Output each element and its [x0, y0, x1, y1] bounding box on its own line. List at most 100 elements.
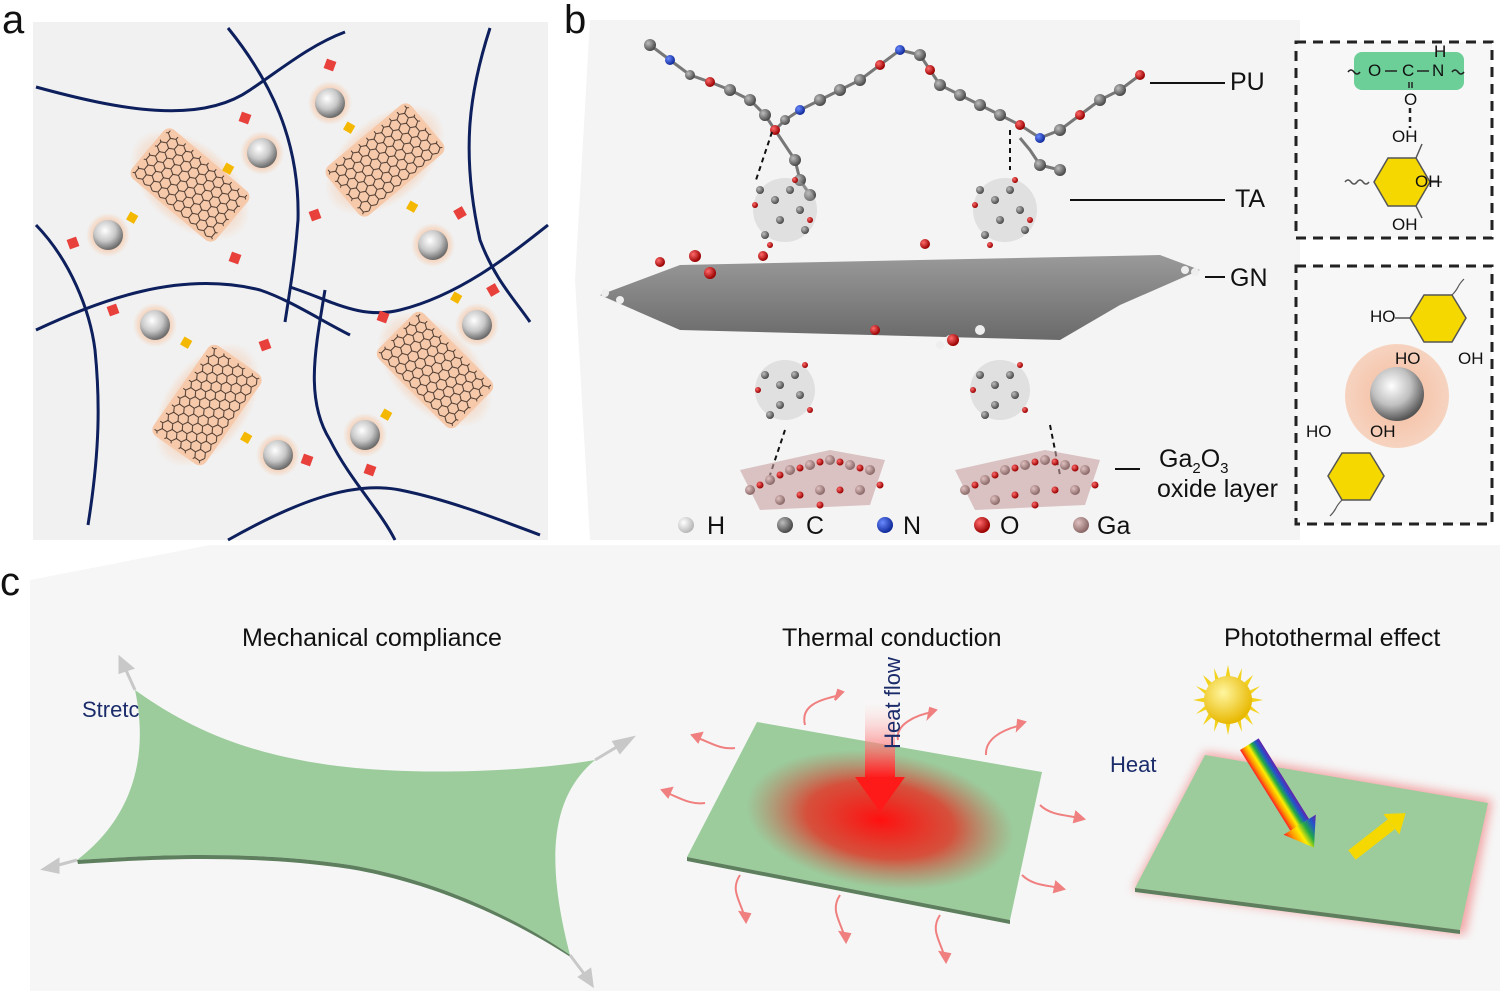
oxide-block-right	[955, 450, 1100, 510]
ga-text: Ga	[1159, 445, 1193, 473]
panel-a-network-diagram	[33, 22, 549, 542]
lm-sphere	[343, 413, 387, 457]
label-gn: GN	[1230, 264, 1268, 292]
graphene-flake	[139, 330, 275, 480]
oxide-block-left	[740, 450, 885, 510]
legend-h-label: H	[707, 512, 726, 540]
inset-top-oh3: OH	[1392, 215, 1418, 234]
lm-sphere	[455, 303, 499, 347]
photothermal-diagram	[1133, 665, 1492, 935]
inset-top-oh1: OH	[1392, 127, 1418, 146]
panel-b-letter: b	[564, 0, 587, 42]
ga-subscript: 2	[1192, 460, 1201, 477]
legend-n-label: N	[903, 512, 922, 540]
benzene-ring-bottom	[1327, 452, 1385, 501]
dissipation-arrow	[803, 688, 845, 726]
ta-cluster-lower-left	[755, 360, 815, 420]
panel-c-letter: c	[0, 560, 20, 604]
graphene-sheet	[600, 239, 1200, 349]
label-leaders	[1070, 82, 1225, 470]
inset-bottom-ho3: HO	[1306, 422, 1332, 441]
polymer-chain	[35, 282, 351, 337]
heat-dissipation-arrows	[660, 688, 1087, 965]
label-ta: TA	[1235, 185, 1266, 213]
legend-o-marker	[974, 517, 990, 533]
graphene-flake	[363, 298, 507, 442]
polymer-chain	[227, 486, 541, 542]
stretch-arrow-top-left	[118, 654, 137, 691]
lm-sphere	[411, 223, 455, 267]
polymer-chain	[467, 27, 532, 323]
polymer-chain	[312, 289, 397, 541]
panel-a-letter: a	[2, 0, 25, 42]
crosslinkers	[66, 58, 500, 477]
inset-bottom-oh1: OH	[1458, 349, 1484, 368]
lm-sphere	[308, 81, 352, 125]
stretch-arrow-left	[40, 857, 78, 874]
pu-atoms	[644, 39, 1145, 201]
ta-clusters	[752, 177, 1037, 420]
dissipation-arrow	[734, 874, 752, 925]
heat-flow-arrow	[855, 700, 905, 812]
thermal-conduction-title: Thermal conduction	[782, 624, 1002, 652]
graphene-flake	[311, 89, 459, 231]
inset-bottom-ho1: HO	[1370, 307, 1396, 326]
label-oxide-layer: oxide layer	[1157, 475, 1278, 503]
inset-top-oh2: OH	[1415, 172, 1441, 191]
photothermal-effect-title: Photothermal effect	[1224, 624, 1441, 652]
urethane-highlight	[1354, 52, 1464, 90]
stretch-arrow-bottom	[568, 954, 594, 989]
legend-n-marker	[877, 517, 893, 533]
dissipation-arrow	[660, 786, 706, 805]
panel-b-molecular-model	[575, 20, 1300, 540]
inset-top-c: C	[1402, 61, 1415, 80]
mechanical-compliance-title: Mechanical compliance	[242, 624, 502, 652]
polymer-chain	[34, 223, 100, 526]
lm-sphere	[256, 433, 300, 477]
label-pu: PU	[1230, 68, 1265, 96]
lm-sphere	[86, 213, 130, 257]
legend-ga-marker	[1073, 517, 1089, 533]
lm-sphere	[240, 131, 284, 175]
inset-top-o2: O	[1404, 90, 1418, 109]
metal-sphere	[1370, 367, 1424, 421]
heat-label: Heat	[1110, 752, 1157, 777]
ta-cluster-upper-right	[972, 177, 1037, 248]
dissipation-arrow	[934, 914, 952, 965]
legend-c-label: C	[806, 512, 825, 540]
inset-metal-coordination	[1294, 264, 1494, 526]
rainbow-light-arrow	[1240, 738, 1316, 848]
heat-spot	[745, 750, 1015, 890]
legend-o-label: O	[1000, 512, 1020, 540]
atom-legend-markers	[678, 517, 1089, 533]
stretch-arrows	[40, 654, 637, 989]
inset-hydrogen-bond	[1294, 40, 1494, 240]
dissipation-arrow	[834, 894, 852, 945]
inset-bottom-ho2: HO	[1395, 349, 1421, 368]
inset-bottom-oh2: OH	[1370, 422, 1396, 441]
lm-sphere	[133, 303, 177, 347]
inset-top-n: N	[1432, 61, 1445, 80]
polymer-chain	[35, 30, 346, 113]
yellow-heat-arrow	[1348, 813, 1406, 860]
dissipation-arrow	[896, 706, 938, 741]
graphene-flakes	[116, 89, 507, 480]
stretch-arrow-right	[594, 735, 637, 762]
dissipation-arrow	[690, 731, 736, 750]
o-subscript: 3	[1220, 460, 1229, 477]
film-shape	[77, 690, 595, 955]
sun-icon	[1193, 665, 1263, 735]
dissipation-arrow	[1021, 874, 1067, 894]
legend-h-marker	[678, 517, 694, 533]
dissipation-arrow	[1039, 804, 1087, 824]
ta-cluster-lower-right	[970, 360, 1030, 420]
liquid-metal-spheres	[86, 81, 499, 477]
heat-flow-label: Heat flow	[880, 657, 905, 749]
ta-cluster-upper-left	[752, 177, 817, 248]
ga2o3-oxide-layer	[740, 450, 1100, 510]
legend-c-marker	[777, 517, 793, 533]
label-ga2o3: Ga2O3	[1159, 445, 1229, 477]
thermal-conduction-diagram	[660, 688, 1087, 965]
o-text: O	[1200, 445, 1221, 473]
stretched-film	[40, 654, 637, 989]
